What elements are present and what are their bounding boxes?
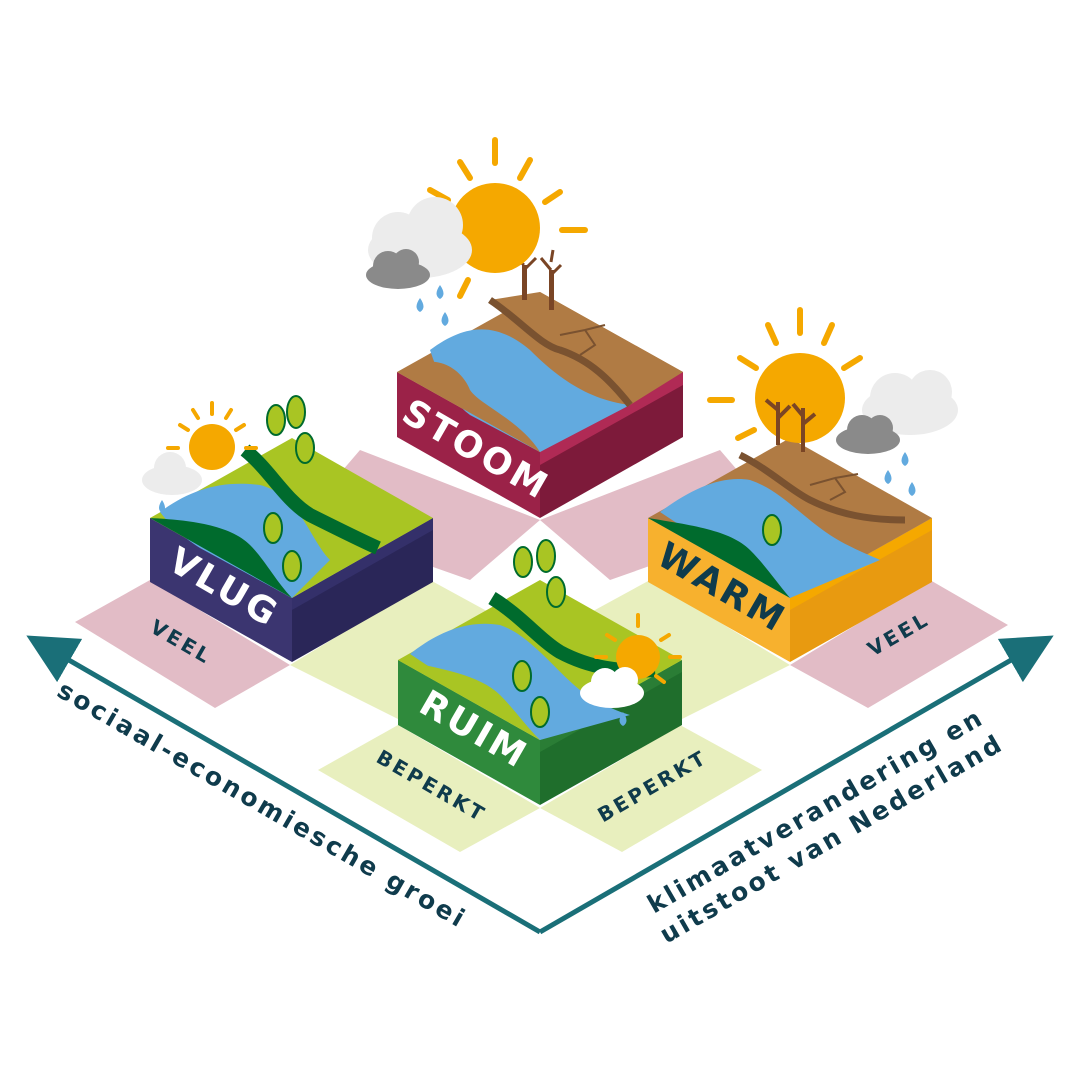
dead-tree-icon [764,398,817,452]
tile-green-left [290,580,540,720]
axis-line-left [26,635,542,935]
block-warm: WARM [648,438,932,662]
raindrop-icon [416,285,449,326]
cloud-icon [836,370,958,454]
cloud-icon [366,197,472,289]
sun-icon [707,307,863,443]
axis-line-right [538,635,1054,935]
tile-green-right [540,580,790,720]
raindrop-icon [884,452,916,496]
tile-veel-left [75,580,290,708]
tile-veel-right [790,580,1008,708]
block-stoom: STOOM [395,247,683,518]
raindrop-icon [619,712,627,726]
sun-icon [166,401,258,470]
cloud-icon [142,452,202,495]
sun-icon [427,137,588,299]
axis-lines [26,635,1054,935]
tile-beperkt-left [318,725,540,852]
tile-beperkt-right [540,725,762,852]
block-vlug: VLUG [150,395,433,662]
cloud-icon [580,667,644,708]
raindrop-icon [159,500,165,513]
